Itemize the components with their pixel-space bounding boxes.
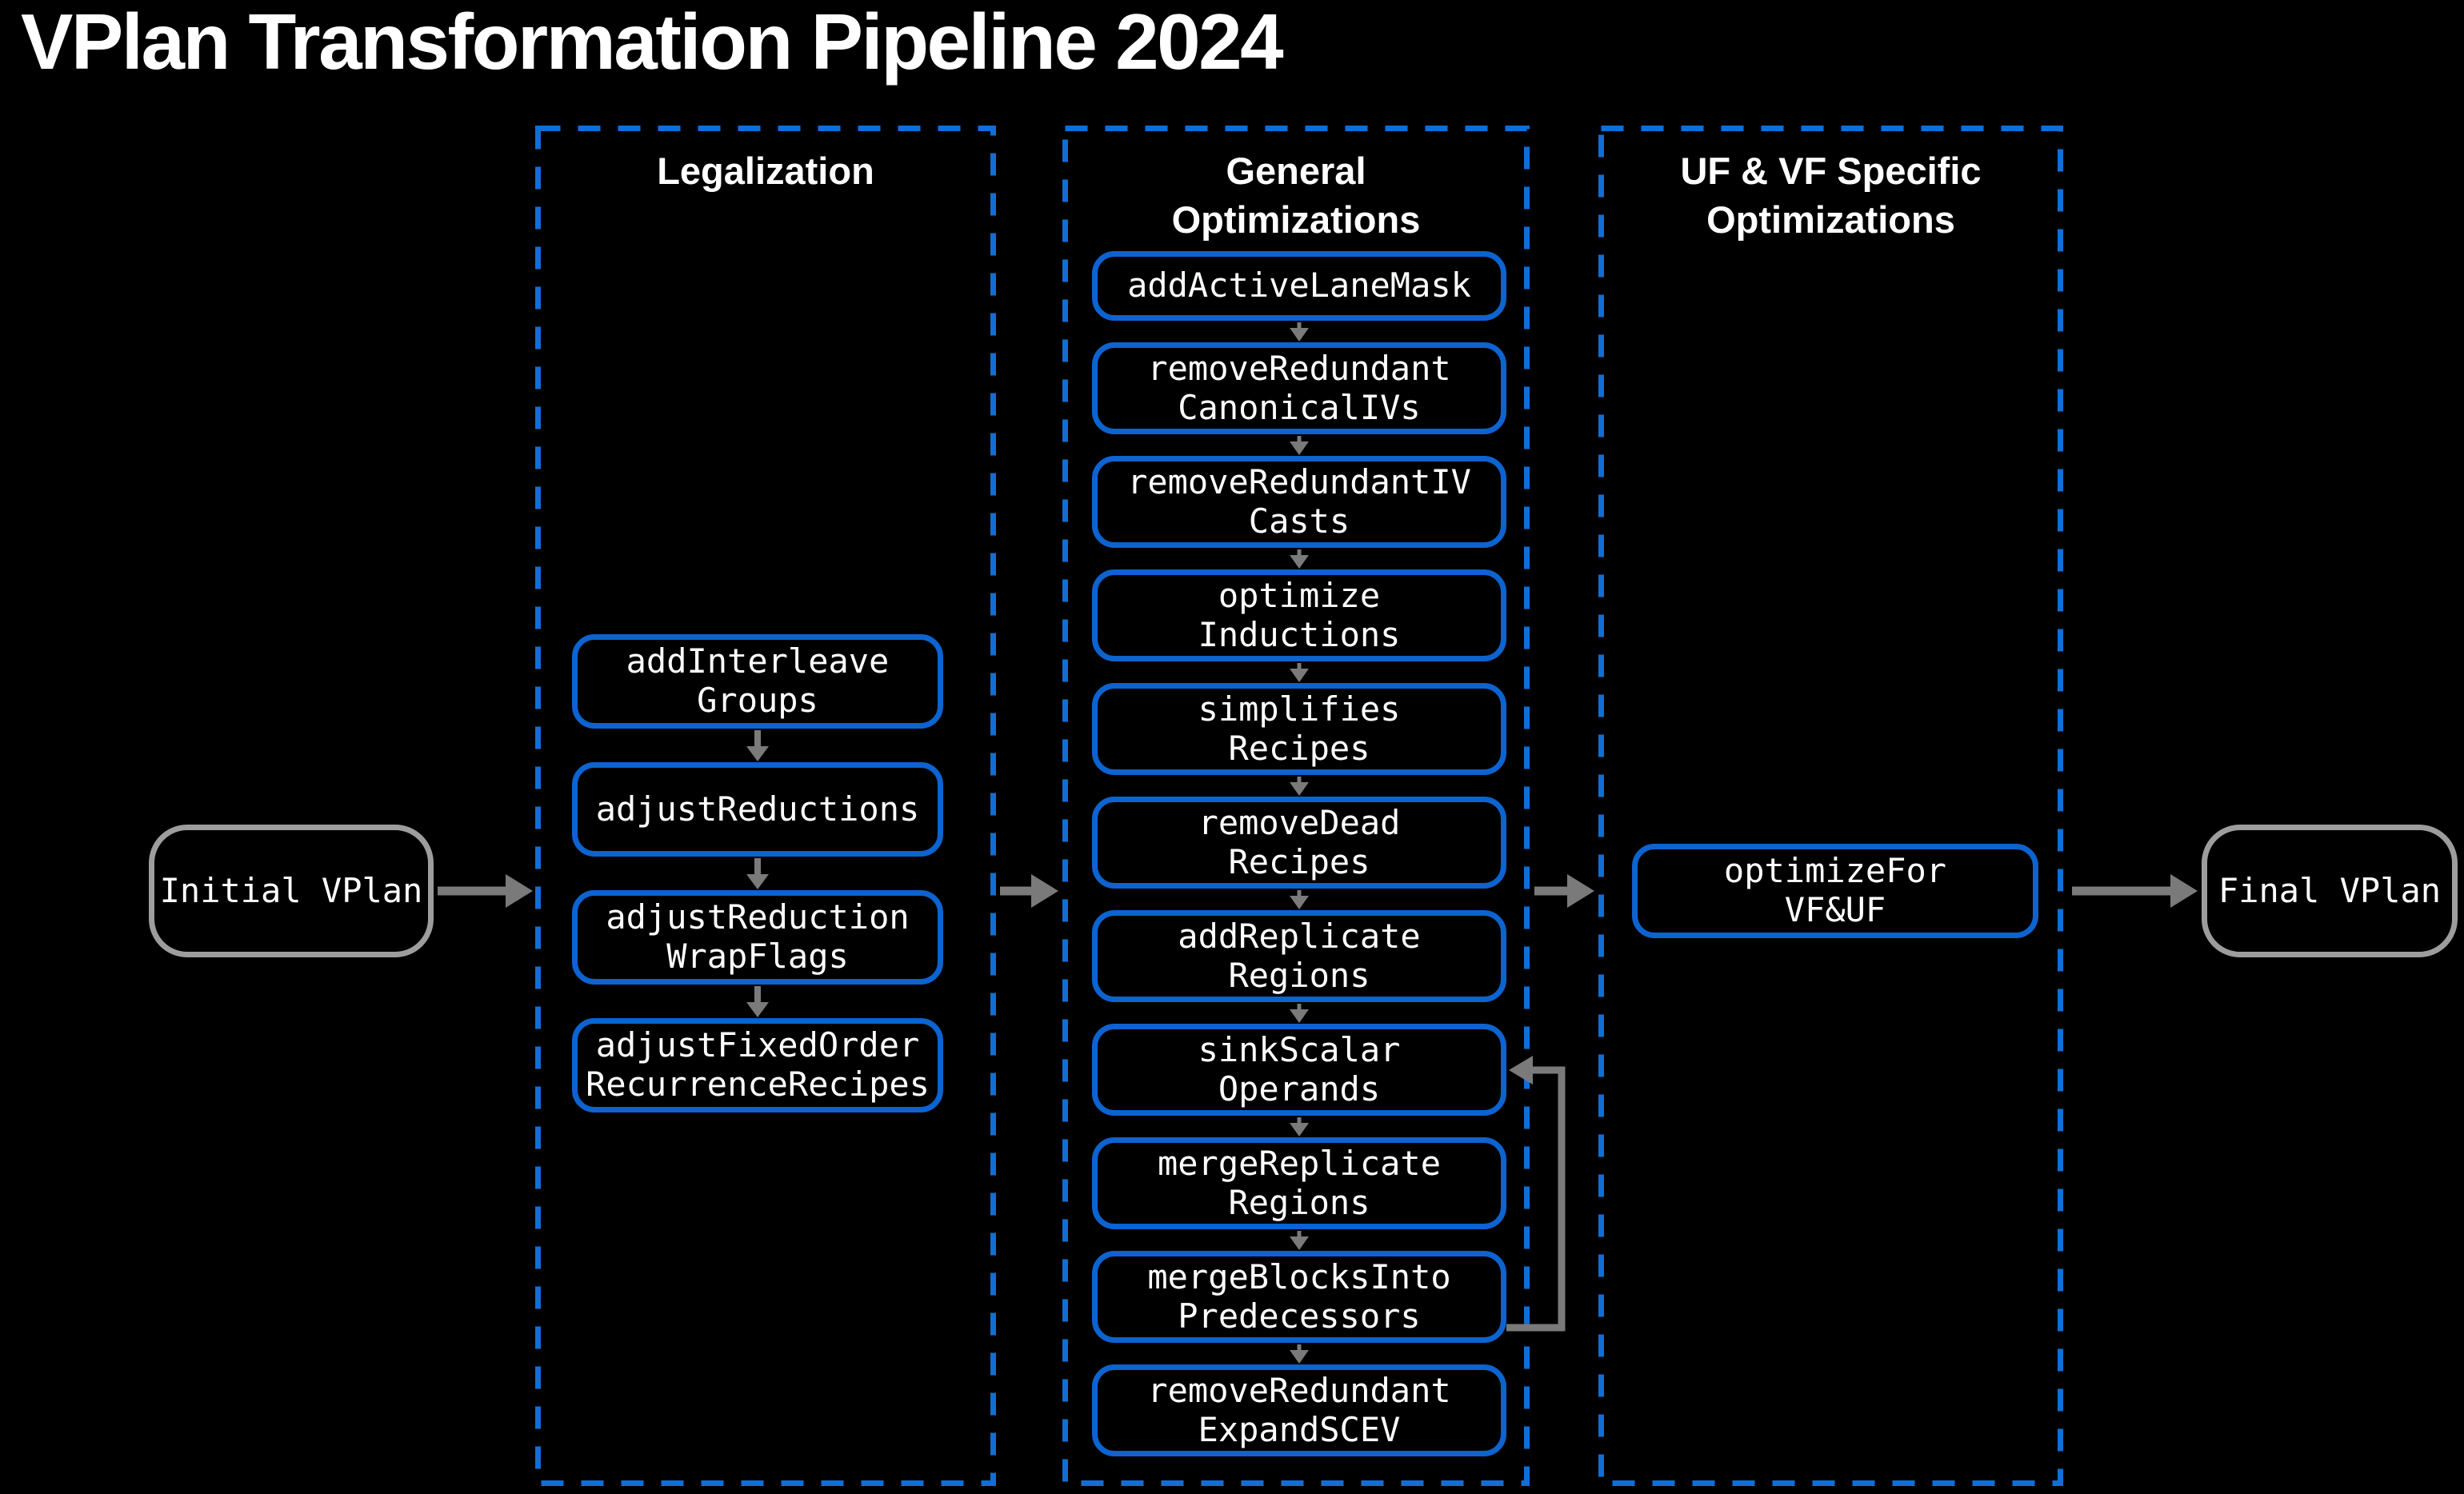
stage-optimizeinductions: optimize Inductions <box>1092 569 1506 661</box>
column-header-legalization: Legalization <box>657 150 874 192</box>
column-general-optimizations: General Optimizations addActiveLaneMask r… <box>1062 126 1530 1486</box>
stage-adjustreductionwrapflags: adjustReduction WrapFlags <box>572 890 943 985</box>
stage-removeredundantcanonicalivs: removeRedundant CanonicalIVs <box>1092 342 1506 434</box>
stage-sinkscalaroperands: sinkScalar Operands <box>1092 1024 1506 1116</box>
stage-removeredundantivcasts: removeRedundantIV Casts <box>1092 456 1506 548</box>
final-vplan-label: Final VPlan <box>2218 870 2442 910</box>
column-legalization: Legalization addInterleave Groups adjustR… <box>535 126 996 1486</box>
uf-vf-specific-stages: optimizeFor VF&UF <box>1598 126 2063 1486</box>
stage-simplifiesrecipes: simplifies Recipes <box>1092 683 1506 775</box>
stage-removedeadrecipes: removeDead Recipes <box>1092 797 1506 889</box>
stage-mergereplicateregions: mergeReplicate Regions <box>1092 1137 1506 1229</box>
stage-adjustfixedorderrecurrencerecipes: adjustFixedOrder RecurrenceRecipes <box>572 1018 943 1113</box>
stage-optimizeforvfuf: optimizeFor VF&UF <box>1632 844 2038 938</box>
stage-removeredundantexpandscev: removeRedundant ExpandSCEV <box>1092 1364 1506 1456</box>
page-title: VPlan Transformation Pipeline 2024 <box>21 0 1284 86</box>
stage-addactivelanemask: addActiveLaneMask <box>1092 251 1506 321</box>
general-optimization-stages: addActiveLaneMask removeRedundant Canonic… <box>1062 126 1530 1486</box>
stage-mergeblocksintopredecessors: mergeBlocksInto Predecessors <box>1092 1251 1506 1343</box>
stage-addreplicateregions: addReplicate Regions <box>1092 910 1506 1002</box>
column-uf-vf-specific-optimizations: UF & VF Specific Optimizations optimizeF… <box>1598 126 2063 1486</box>
column-header-uf-vf-specific-optimizations: UF & VF Specific Optimizations <box>1680 150 1982 242</box>
final-vplan-node: Final VPlan <box>2202 825 2458 957</box>
initial-vplan-label: Initial VPlan <box>159 870 423 910</box>
legalization-stages: addInterleave Groups adjustReductions adju… <box>535 126 996 1486</box>
initial-vplan-node: Initial VPlan <box>149 825 434 957</box>
column-header-general-optimizations: General Optimizations <box>1171 150 1421 242</box>
stage-addinterleavegroups: addInterleave Groups <box>572 634 943 729</box>
stage-adjustreductions: adjustReductions <box>572 762 943 857</box>
